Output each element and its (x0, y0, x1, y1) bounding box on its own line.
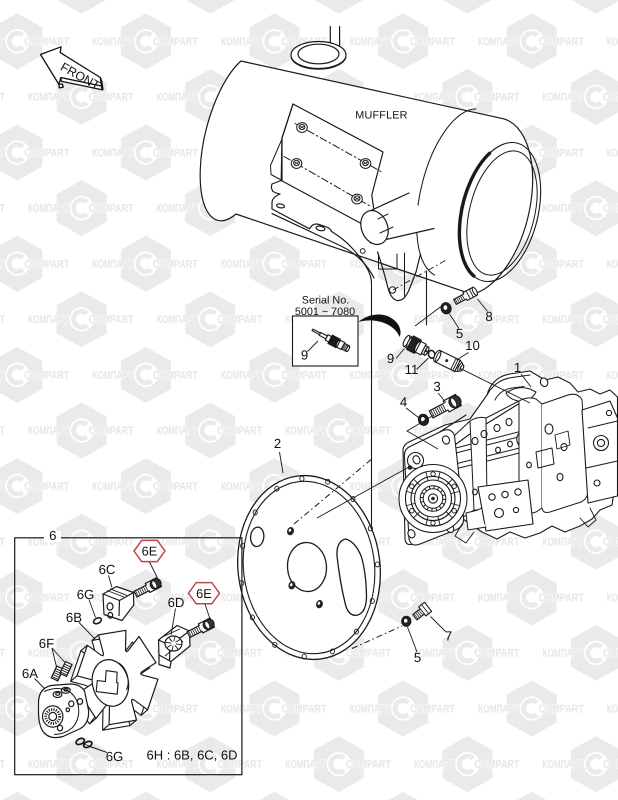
svg-text:7: 7 (445, 629, 452, 644)
svg-text:6A: 6A (22, 666, 38, 681)
svg-text:3: 3 (433, 379, 440, 394)
svg-text:1: 1 (514, 360, 521, 375)
svg-text:6C: 6C (99, 562, 116, 577)
svg-text:6B: 6B (66, 610, 82, 625)
svg-text:6F: 6F (39, 636, 54, 651)
svg-text:6D: 6D (168, 595, 185, 610)
svg-text:2: 2 (274, 436, 281, 451)
svg-text:6G: 6G (77, 587, 95, 602)
svg-text:5: 5 (414, 650, 421, 665)
svg-text:10: 10 (465, 338, 480, 353)
svg-text:5: 5 (456, 326, 463, 341)
svg-text:6G: 6G (106, 749, 124, 764)
svg-text:6E: 6E (142, 544, 158, 559)
svg-text:6E: 6E (196, 586, 212, 601)
svg-text:4: 4 (400, 395, 407, 410)
svg-text:11: 11 (405, 362, 419, 377)
svg-text:9: 9 (387, 351, 394, 366)
svg-text:9: 9 (301, 348, 308, 363)
svg-text:5001 ~ 7080: 5001 ~ 7080 (295, 306, 355, 318)
svg-text:Serial No.: Serial No. (302, 295, 349, 307)
svg-text:6: 6 (49, 528, 56, 543)
svg-text:8: 8 (485, 309, 492, 324)
svg-text:MUFFLER: MUFFLER (355, 110, 407, 122)
svg-text:6H : 6B, 6C, 6D: 6H : 6B, 6C, 6D (147, 748, 238, 763)
